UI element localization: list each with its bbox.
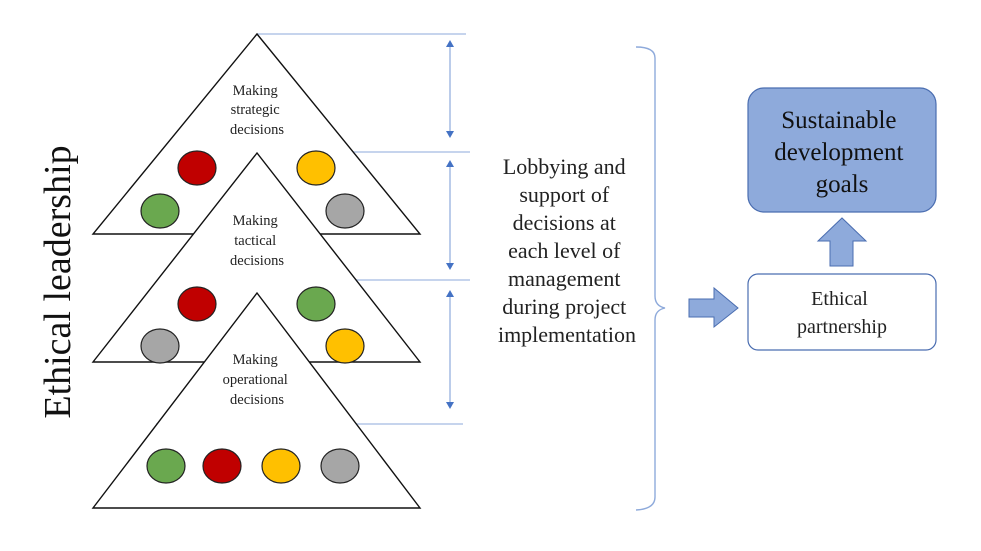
- label-strategic: Making strategic decisions: [230, 83, 284, 138]
- svg-text:Ethical partnership: Ethical partnership: [797, 288, 887, 338]
- label-tactical: Making tactical decisions: [230, 213, 284, 269]
- ethical-partnership-box: Ethical partnership: [747, 273, 937, 351]
- green-circle: [296, 286, 336, 322]
- up-arrow-icon: [816, 217, 868, 267]
- span-arrow-operational: [446, 290, 454, 409]
- green-circle: [140, 193, 180, 229]
- level-operational: Making operational decisions: [91, 291, 422, 509]
- sustainable-development-goals-box: Sustainable development goals: [747, 87, 937, 213]
- red-circle: [202, 448, 242, 484]
- curly-brace: [635, 46, 666, 511]
- green-circle: [146, 448, 186, 484]
- decision-levels: Making strategic decisions Making tactic…: [91, 32, 422, 509]
- right-arrow-icon: [688, 286, 739, 329]
- span-arrow-tactical: [446, 160, 454, 270]
- span-arrow-strategic: [446, 40, 454, 138]
- lobbying-text: Lobbying and support of decisions at eac…: [498, 154, 636, 347]
- level-span-arrows: [446, 40, 454, 409]
- yellow-circle: [296, 150, 336, 186]
- yellow-circle: [261, 448, 301, 484]
- level-strategic: Making strategic decisions: [91, 32, 422, 235]
- gray-circle: [325, 193, 365, 229]
- svg-text:Sustainable development: Sustainable development goals: [774, 107, 909, 198]
- label-operational: Making operational decisions: [223, 352, 292, 408]
- side-title: Ethical leadership: [37, 145, 79, 418]
- red-circle: [177, 150, 217, 186]
- red-circle: [177, 286, 217, 322]
- yellow-circle: [325, 328, 365, 364]
- level-tactical: Making tactical decisions: [91, 151, 422, 364]
- gray-circle: [140, 328, 180, 364]
- gray-circle: [320, 448, 360, 484]
